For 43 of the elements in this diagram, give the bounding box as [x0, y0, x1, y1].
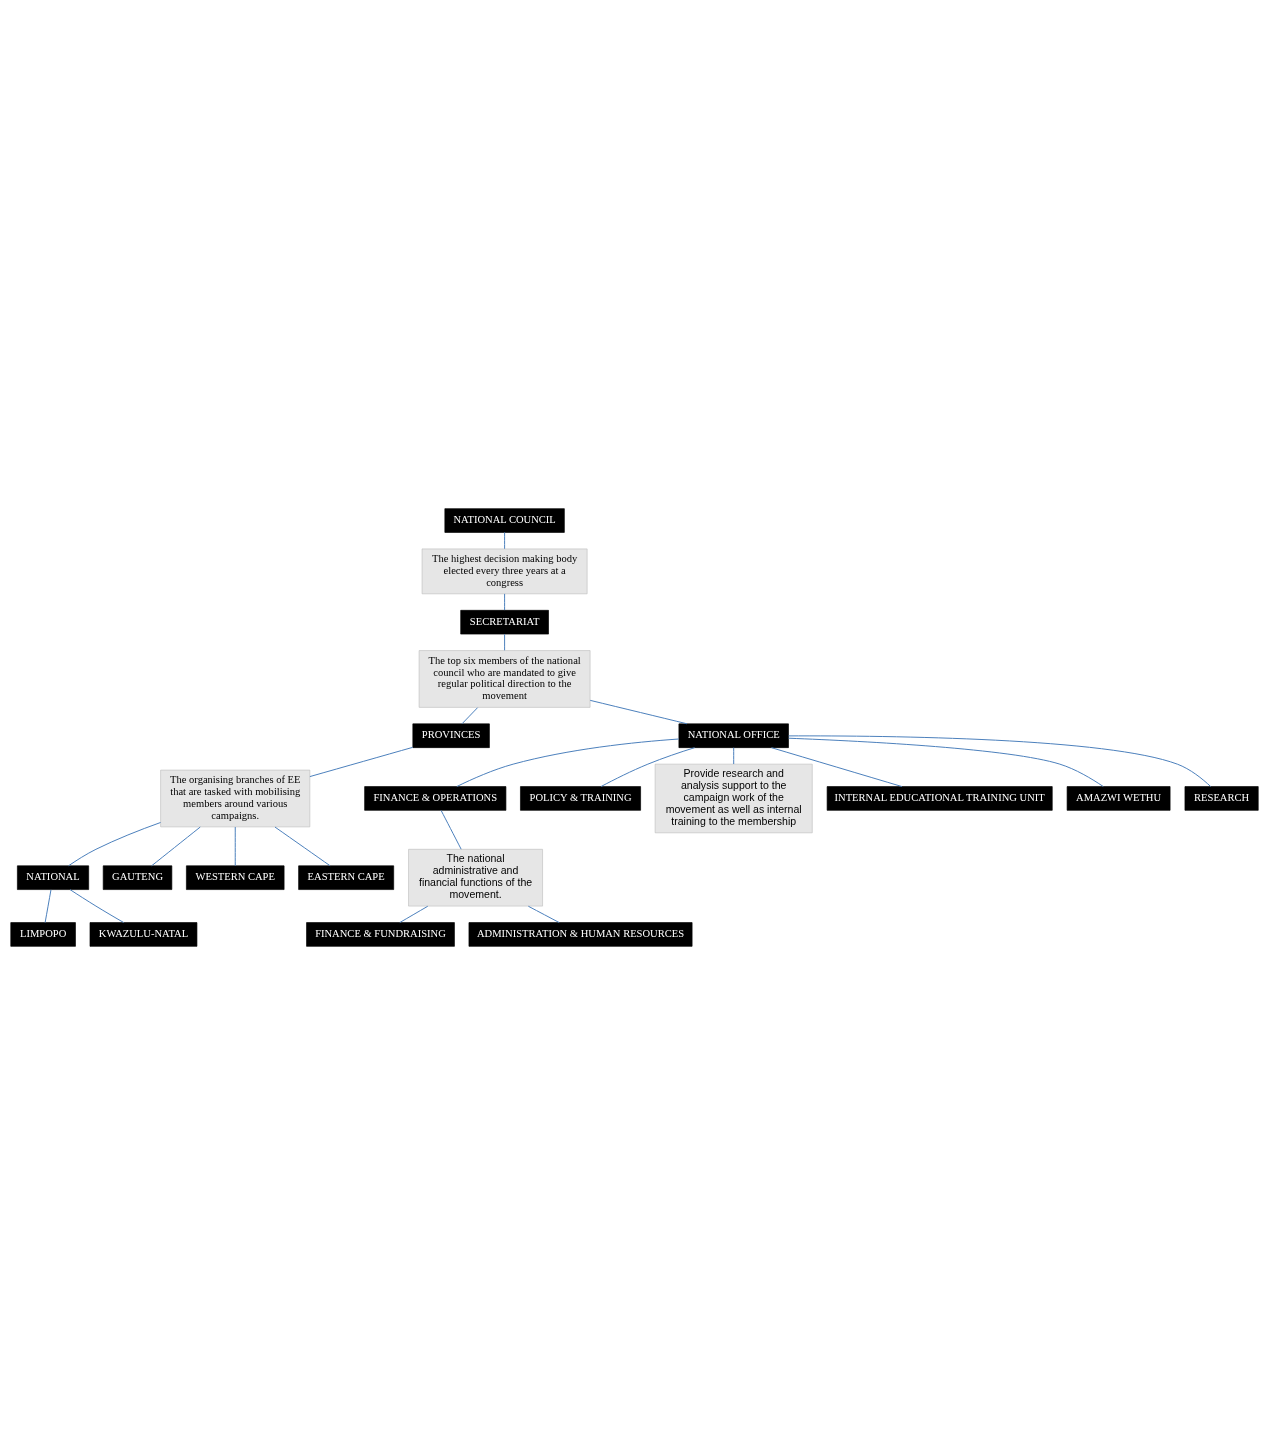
connector	[234, 826, 236, 867]
connector	[504, 633, 506, 651]
connector	[399, 905, 429, 924]
connector	[600, 747, 696, 787]
node-box: INTERNAL EDUCATIONAL TRAINING UNIT	[826, 786, 1053, 811]
node-box: POLICY & TRAINING	[520, 786, 641, 811]
connector	[309, 746, 414, 778]
node-box: GAUTENG	[102, 865, 173, 890]
node-box: FINANCE & OPERATIONS	[364, 786, 507, 811]
connector	[274, 826, 331, 867]
connector	[456, 738, 680, 787]
connector	[69, 889, 125, 924]
node-box: NATIONAL	[17, 865, 89, 890]
node-box: The top six members of the national council who are mandated to give regular political direction to the movement	[418, 650, 591, 708]
node-box: FINANCE & FUNDRAISING	[306, 922, 455, 947]
node-box: ADMINISTRATION & HUMAN RESOURCES	[468, 922, 693, 947]
node-box: The organising branches of EE that are tasked with mobilising members around various campaigns.	[160, 769, 311, 828]
connector	[44, 889, 52, 924]
node-box: Provide research and analysis support to the campaign work of the movement as well as internal training to the membership	[654, 763, 813, 834]
node-box: KWAZULU-NATAL	[89, 922, 198, 947]
node-box: NATIONAL OFFICE	[678, 723, 789, 748]
node-box: The highest decision making body elected every three years at a congress	[421, 548, 588, 595]
connector	[504, 593, 506, 611]
connector	[771, 747, 903, 788]
node-box: EASTERN CAPE	[298, 865, 394, 890]
connector	[733, 747, 735, 765]
node-box: RESEARCH	[1184, 786, 1259, 811]
connector	[151, 826, 201, 867]
connector	[68, 822, 162, 867]
node-box: PROVINCES	[412, 723, 490, 748]
node-box: WESTERN CAPE	[186, 865, 285, 890]
connector	[788, 737, 1104, 787]
node-box: The national administrative and financial functions of the movement.	[408, 848, 543, 907]
connector	[440, 809, 462, 850]
node-box: LIMPOPO	[10, 922, 76, 947]
node-box: AMAZWI WETHU	[1066, 786, 1171, 811]
connector	[527, 905, 560, 924]
node-box: NATIONAL COUNCIL	[444, 508, 565, 533]
connector	[504, 531, 506, 550]
connector	[788, 735, 1212, 788]
connector	[461, 707, 479, 725]
connector	[589, 699, 688, 725]
node-box: SECRETARIAT	[460, 609, 549, 635]
